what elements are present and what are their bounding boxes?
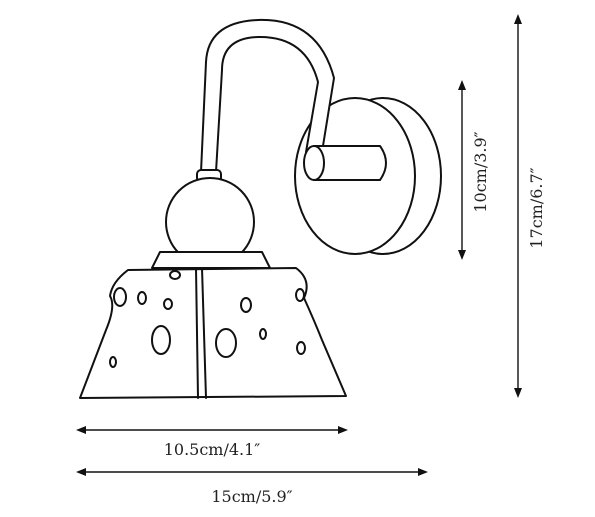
shade-cap — [151, 251, 271, 269]
shade-width-label: 10.5cm/4.1″ — [164, 440, 261, 459]
total-height-label: 17cm/6.7″ — [527, 167, 546, 248]
shade-width-dimension: 10.5cm/4.1″ — [76, 426, 348, 459]
backplate-height-dimension: 10cm/3.9″ — [458, 80, 490, 260]
total-width-dimension: 15cm/5.9″ — [76, 468, 428, 506]
total-height-dimension: 17cm/6.7″ — [514, 14, 546, 398]
arm-mount-cylinder — [303, 145, 387, 181]
gooseneck-arm — [200, 18, 335, 173]
shade-seam — [201, 267, 207, 399]
backplate-height-label: 10cm/3.9″ — [471, 131, 490, 212]
shade-holes — [109, 270, 306, 368]
shade-seam-2 — [195, 267, 199, 399]
total-width-label: 15cm/5.9″ — [211, 487, 292, 506]
wall-lamp-illustration — [79, 18, 442, 399]
